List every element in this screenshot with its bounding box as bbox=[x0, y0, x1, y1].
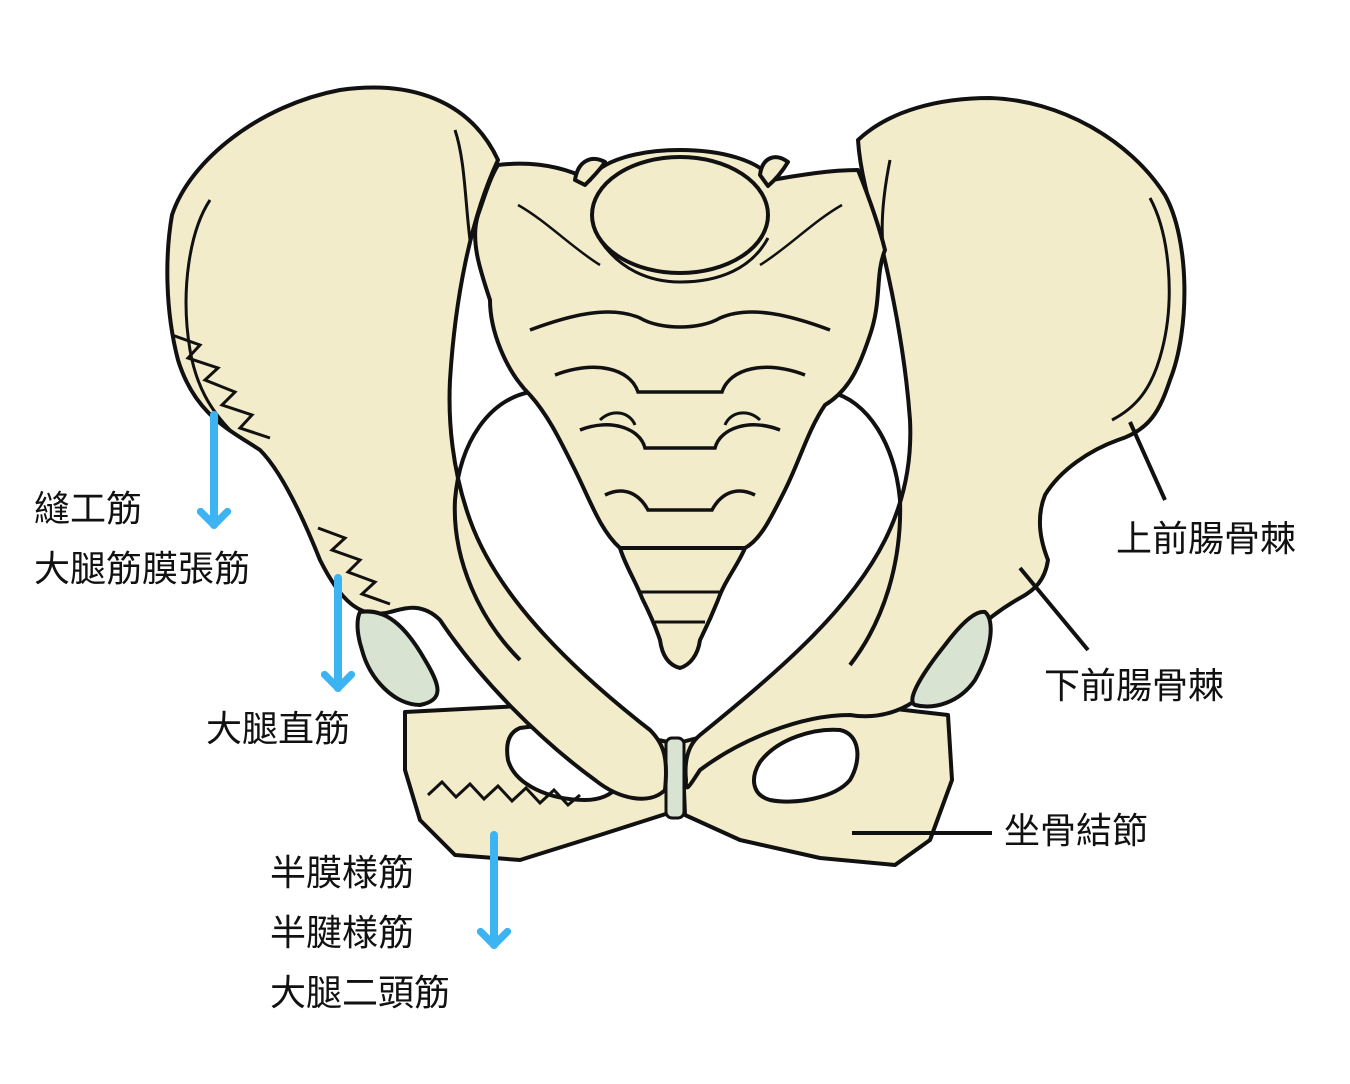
ilium-muscle-group: 縫工筋 大腿筋膜張筋 bbox=[34, 488, 250, 592]
left-ilium bbox=[165, 85, 669, 801]
pubic-symphysis bbox=[664, 736, 686, 820]
sartorius-origin-zigzag bbox=[171, 333, 271, 440]
left-iliac-fossa-line bbox=[184, 199, 234, 434]
label-biceps-femoris: 大腿二頭筋 bbox=[270, 973, 451, 1014]
sacral-segment-2 bbox=[554, 365, 806, 394]
sacral-foramen-right bbox=[723, 411, 762, 426]
hamstring-origin-zigzag bbox=[426, 779, 581, 808]
sacral-segment-3 bbox=[579, 423, 781, 450]
label-semitendinosus: 半腱様筋 bbox=[270, 913, 415, 954]
left-crest-contour bbox=[453, 129, 472, 241]
label-rectus-femoris: 大腿直筋 bbox=[206, 709, 351, 750]
label-asis: 上前腸骨棘 bbox=[1116, 519, 1297, 560]
label-sartorius: 縫工筋 bbox=[34, 489, 143, 530]
sacral-wing-line-right bbox=[759, 203, 843, 267]
vertebral-rim bbox=[598, 237, 770, 284]
hamstring-muscle-group: 半膜様筋 半腱様筋 大腿二頭筋 bbox=[270, 852, 450, 1016]
coccyx bbox=[618, 546, 747, 670]
left-sacral-process bbox=[573, 157, 607, 187]
left-acetabulum bbox=[355, 609, 440, 708]
label-aiis: 下前腸骨棘 bbox=[1044, 666, 1225, 707]
right-obturator-foramen bbox=[752, 727, 860, 804]
aiis-leader-line bbox=[1018, 566, 1090, 652]
label-tensor-fasciae-latae: 大腿筋膜張筋 bbox=[34, 549, 251, 590]
left-pelvic-brim bbox=[452, 390, 531, 662]
rectus-femoris-origin-zigzag bbox=[317, 526, 391, 606]
right-iliac-fossa-line bbox=[1111, 197, 1171, 422]
sacral-foramen-left bbox=[598, 411, 637, 426]
sacral-segment-1 bbox=[529, 310, 831, 332]
right-acetabulum bbox=[910, 609, 993, 709]
sacral-wing-line-left bbox=[517, 203, 601, 267]
right-sacral-process bbox=[758, 155, 790, 188]
label-ischial-tuberosity: 坐骨結節 bbox=[1004, 811, 1149, 852]
right-pelvic-brim bbox=[829, 390, 903, 667]
vertebral-body bbox=[590, 155, 770, 275]
label-semimembranosus: 半膜様筋 bbox=[270, 853, 415, 894]
asis-leader-line bbox=[1128, 421, 1167, 501]
sacral-segment-4 bbox=[604, 489, 756, 512]
